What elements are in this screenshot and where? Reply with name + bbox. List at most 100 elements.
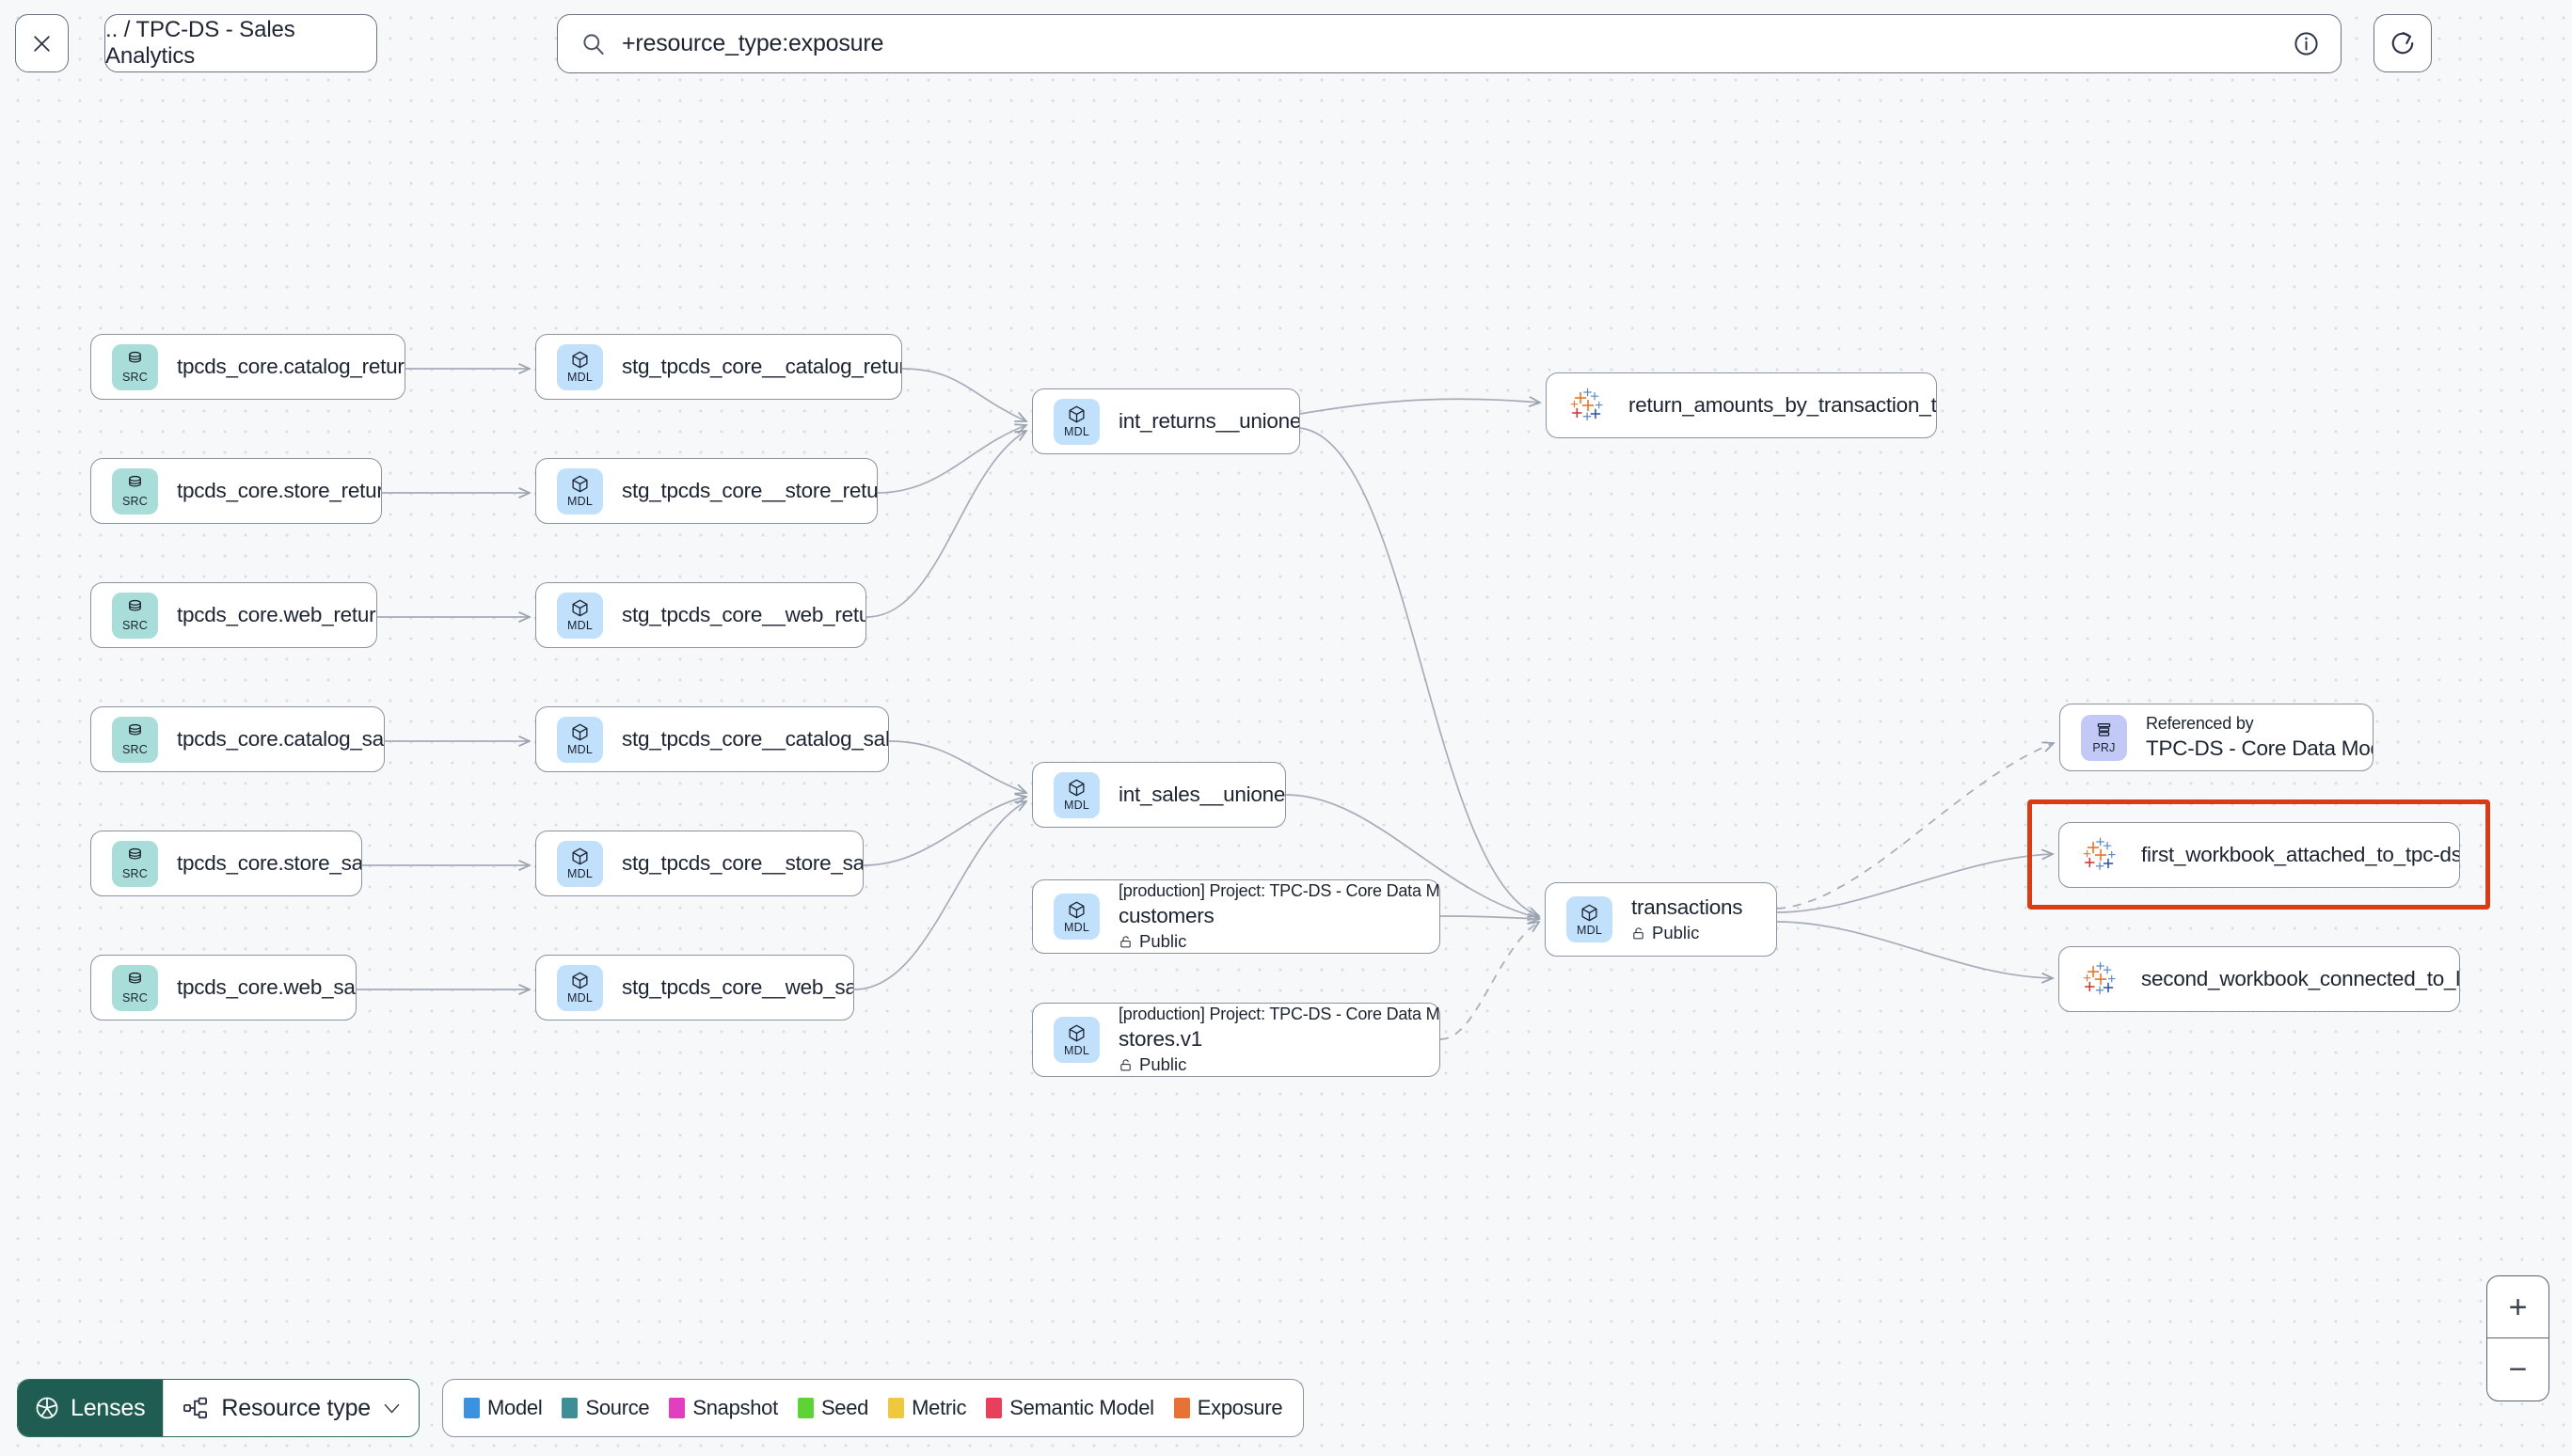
node-privacy-label: Public	[1139, 1054, 1187, 1074]
legend-label: Exposure	[1197, 1396, 1283, 1419]
legend-item-exposure[interactable]: Exposure	[1173, 1396, 1283, 1420]
graph-node-exp-return-amounts[interactable]: return_amounts_by_transaction_type	[1546, 372, 1937, 438]
resource-type-legend: Model Source Snapshot Seed Metric Semantic Mo…	[442, 1379, 1305, 1437]
node-text-block: stg_tpcds_core__catalog_returns	[622, 355, 901, 379]
badge-label: MDL	[1064, 920, 1089, 934]
node-label: first_workbook_attached_to_tpc-ds_-_…	[2141, 843, 2459, 866]
zoom-controls: + −	[2486, 1275, 2549, 1401]
graph-node-int-sales-unioned[interactable]: MDL int_sales__unioned	[1032, 762, 1286, 828]
badge-label: SRC	[122, 991, 148, 1005]
hierarchy-icon	[183, 1397, 208, 1418]
legend-swatch	[562, 1398, 579, 1418]
cube-icon	[1067, 404, 1087, 424]
badge-label: MDL	[1064, 799, 1089, 812]
search-input[interactable]: +resource_type:exposure	[557, 14, 2342, 73]
legend-swatch	[888, 1398, 905, 1418]
node-label: int_returns__unioned	[1119, 409, 1299, 433]
legend-item-metric[interactable]: Metric	[888, 1396, 967, 1420]
resource-type-dropdown[interactable]: Resource type	[163, 1380, 420, 1436]
node-label: tpcds_core.web_returns	[177, 603, 376, 626]
legend-swatch	[464, 1398, 481, 1418]
database-icon	[125, 598, 145, 618]
info-circle-icon[interactable]	[2293, 30, 2320, 57]
graph-node-mdl-stores[interactable]: MDL [production] Project: TPC-DS - Core D…	[1032, 1003, 1440, 1077]
refresh-button[interactable]	[2374, 14, 2432, 72]
node-type-badge-mdl: MDL	[1054, 894, 1100, 940]
node-label: return_amounts_by_transaction_type	[1628, 393, 1936, 417]
legend-label: Model	[487, 1396, 543, 1419]
graph-node-stg-catalog-sales[interactable]: MDL stg_tpcds_core__catalog_sales	[535, 706, 889, 772]
project-stack-icon	[2094, 720, 2114, 740]
graph-node-src-catalog-sales[interactable]: SRC tpcds_core.catalog_sales	[90, 706, 385, 772]
badge-label: MDL	[1064, 425, 1089, 438]
node-text-block: transactions Public	[1631, 895, 1742, 943]
node-text-block: tpcds_core.store_sales	[177, 851, 361, 876]
cube-icon	[1067, 900, 1087, 920]
cube-icon	[1067, 778, 1087, 798]
tableau-exposure-icon	[2083, 961, 2116, 994]
tableau-exposure-icon	[1570, 388, 1603, 420]
node-type-badge-src: SRC	[112, 467, 158, 514]
legend-item-model[interactable]: Model	[464, 1396, 543, 1420]
node-label: tpcds_core.catalog_sales	[177, 727, 384, 751]
node-type-badge-src: SRC	[112, 716, 158, 763]
badge-label: SRC	[122, 495, 148, 508]
graph-node-mdl-customers[interactable]: MDL[production] Project: TPC-DS - Core D…	[1032, 879, 1440, 954]
node-text-block: tpcds_core.web_returns	[177, 603, 376, 627]
node-label: stg_tpcds_core__catalog_sales	[622, 727, 888, 751]
node-text-block: return_amounts_by_transaction_type	[1628, 393, 1936, 418]
node-label: second_workbook_connected_to_live…	[2141, 967, 2459, 990]
badge-label: MDL	[567, 867, 593, 880]
node-label: tpcds_core.store_sales	[177, 851, 361, 875]
node-subtitle: [production] Project: TPC-DS - Core Data…	[1119, 1005, 1439, 1023]
node-type-badge-src: SRC	[112, 343, 158, 390]
legend-swatch	[1173, 1398, 1190, 1418]
legend-item-source[interactable]: Source	[562, 1396, 650, 1420]
legend-item-snapshot[interactable]: Snapshot	[669, 1396, 778, 1420]
node-type-badge-mdl: MDL	[557, 840, 603, 887]
node-text-block: stg_tpcds_core__web_sales	[622, 975, 853, 1000]
node-text-block: stg_tpcds_core__store_sales	[622, 851, 863, 876]
database-icon	[125, 350, 145, 370]
bottom-toolbar: Lenses Resource type Model Source Snapshot…	[17, 1379, 1305, 1437]
node-subtitle: Referenced by	[2146, 714, 2254, 733]
lenses-button[interactable]: Lenses	[18, 1380, 164, 1436]
graph-node-int-returns-unioned[interactable]: MDL int_returns__unioned	[1032, 388, 1300, 454]
badge-label: MDL	[567, 743, 593, 756]
legend-item-semantic-model[interactable]: Semantic Model	[986, 1396, 1154, 1420]
badge-label: SRC	[122, 371, 148, 384]
close-button[interactable]	[15, 14, 69, 72]
legend-label: Snapshot	[692, 1396, 778, 1419]
node-type-badge-prj: PRJ	[2081, 714, 2127, 761]
node-type-badge-mdl: MDL	[557, 716, 603, 763]
graph-node-exp-second-workbook[interactable]: second_workbook_connected_to_live…	[2058, 946, 2460, 1012]
zoom-out-button[interactable]: −	[2508, 1352, 2528, 1387]
cube-icon	[570, 474, 590, 494]
legend-label: Semantic Model	[1009, 1396, 1154, 1419]
node-text-block: int_sales__unioned	[1119, 783, 1285, 807]
lens-control-group: Lenses Resource type	[17, 1379, 421, 1437]
badge-label: MDL	[1064, 1043, 1089, 1057]
graph-node-stg-store-sales[interactable]: MDL stg_tpcds_core__store_sales	[535, 831, 864, 896]
legend-item-seed[interactable]: Seed	[797, 1396, 868, 1420]
cube-icon	[570, 971, 590, 990]
node-label: transactions	[1631, 895, 1743, 919]
node-text-block: stg_tpcds_core__web_returns	[622, 603, 865, 627]
badge-label: SRC	[122, 743, 148, 756]
breadcrumb[interactable]: .. / TPC-DS - Sales Analytics	[104, 14, 377, 72]
zoom-in-button[interactable]: +	[2487, 1276, 2548, 1338]
graph-node-exp-first-workbook[interactable]: first_workbook_attached_to_tpc-ds_-_…	[2058, 822, 2460, 888]
